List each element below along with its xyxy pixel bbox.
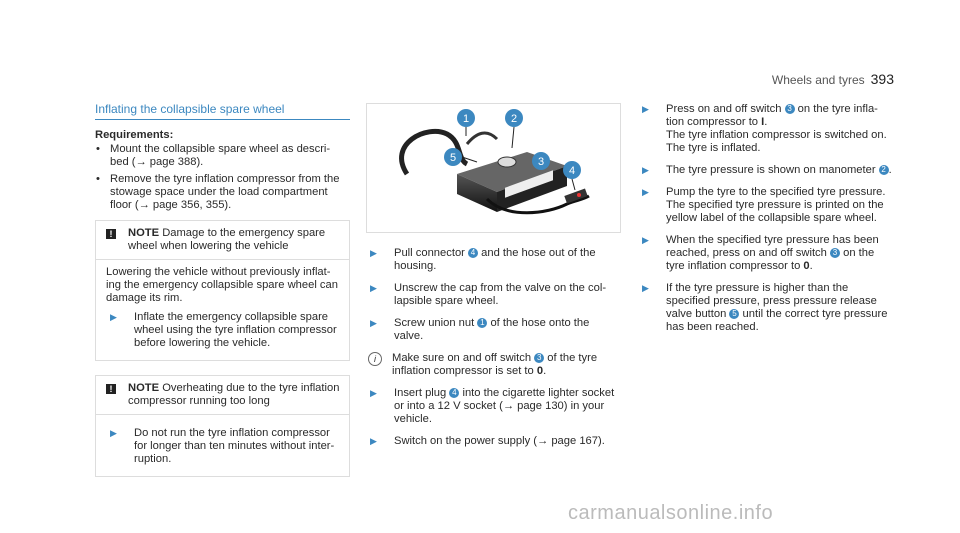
note-step: ▶Inflate the emergency collapsible spare… xyxy=(110,311,337,349)
note-header: ! NOTE Damage to the emergency spare whe… xyxy=(96,221,349,260)
callout-4: 4 xyxy=(563,161,581,191)
running-header: Wheels and tyres 393 xyxy=(706,71,894,87)
instruction-step: ▶Screw union nut 1 of the hose onto the … xyxy=(370,317,590,342)
instruction-step: ▶The tyre pressure is shown on manometer… xyxy=(642,164,892,176)
svg-text:3: 3 xyxy=(538,156,544,168)
callout-3: 3 xyxy=(532,152,550,170)
note-label: NOTE xyxy=(128,227,160,239)
right-column: ▶Press on and off switch 3 on the tyre i… xyxy=(638,103,893,343)
bullet-icon: • xyxy=(96,173,100,185)
instruction-step: ▶Insert plug 4 into the cigarette lighte… xyxy=(370,387,615,425)
page-number: 393 xyxy=(870,71,894,87)
callout-number: 3 xyxy=(784,104,795,115)
instruction-step: ▶When the specified tyre pressure has be… xyxy=(642,234,879,272)
instruction-step: ▶Pump the tyre to the specified tyre pre… xyxy=(642,186,886,224)
instruction-step: ▶Unscrew the cap from the valve on the c… xyxy=(370,282,607,307)
instruction-step: ▶Pull connector 4 and the hose out of th… xyxy=(370,247,596,272)
arrow-icon: ▶ xyxy=(642,283,649,293)
section-title: Inflating the collapsible spare wheel xyxy=(95,103,350,120)
note-heading: Damage to the emergency spare wheel when… xyxy=(128,227,326,252)
section-name: Wheels and tyres xyxy=(771,73,865,87)
left-column: Inflating the collapsible spare wheel Re… xyxy=(95,103,350,477)
warning-icon: ! xyxy=(106,229,116,239)
arrow-icon: ▶ xyxy=(370,283,377,293)
middle-column: 1 2 3 4 5 ▶Pull connector 4 and the hose… xyxy=(366,103,621,457)
arrow-icon: ▶ xyxy=(642,187,649,197)
callout-number: 1 xyxy=(477,318,488,329)
note-header: ! NOTE Overheating due to the tyre infla… xyxy=(96,376,349,415)
callout-number: 4 xyxy=(449,388,460,399)
arrow-icon: ▶ xyxy=(110,428,117,438)
note-step: ▶Do not run the tyre inflation compresso… xyxy=(110,427,335,465)
note-label: NOTE xyxy=(128,382,160,394)
callout-number: 3 xyxy=(534,353,545,364)
arrow-icon: ▶ xyxy=(370,388,377,398)
info-icon: i xyxy=(368,352,382,366)
arrow-icon: ▶ xyxy=(370,318,377,328)
note-heading: Overheating due to the tyre inflation co… xyxy=(128,382,340,407)
callout-1: 1 xyxy=(457,109,475,136)
compressor-illustration: 1 2 3 4 5 xyxy=(399,109,590,215)
note-body: Lowering the vehicle without previously … xyxy=(96,260,349,360)
arrow-icon: ▶ xyxy=(370,248,377,258)
svg-text:1: 1 xyxy=(463,113,469,125)
instruction-step: ▶Press on and off switch 3 on the tyre i… xyxy=(642,103,887,154)
requirements-label: Requirements: xyxy=(95,129,174,141)
callout-2: 2 xyxy=(505,109,523,149)
note-box: ! NOTE Damage to the emergency spare whe… xyxy=(95,220,350,361)
callout-number: 5 xyxy=(729,309,740,320)
instruction-step: ▶If the tyre pressure is higher than the… xyxy=(642,282,888,333)
requirement-item: •Remove the tyre inflation compressor fr… xyxy=(96,173,340,211)
arrow-icon: ▶ xyxy=(642,235,649,245)
note-box: ! NOTE Overheating due to the tyre infla… xyxy=(95,375,350,477)
bullet-icon: • xyxy=(96,143,100,155)
instruction-step: ▶Switch on the power supply (→ page 167)… xyxy=(370,435,605,447)
callout-number: 3 xyxy=(829,248,840,259)
watermark: carmanualsonline.info xyxy=(568,502,774,524)
svg-text:2: 2 xyxy=(511,113,517,125)
callout-number: 4 xyxy=(468,248,479,259)
compressor-figure: 1 2 3 4 5 xyxy=(366,103,621,233)
note-text: Lowering the vehicle without previously … xyxy=(106,266,338,304)
note-body: ▶Do not run the tyre inflation compresso… xyxy=(96,415,349,476)
arrow-icon: ▶ xyxy=(642,165,649,175)
arrow-icon: ▶ xyxy=(642,104,649,114)
callout-5: 5 xyxy=(444,148,478,166)
arrow-icon: ▶ xyxy=(110,312,117,322)
requirement-item: •Mount the collapsible spare wheel as de… xyxy=(96,143,331,168)
svg-text:5: 5 xyxy=(450,152,456,164)
warning-icon: ! xyxy=(106,384,116,394)
callout-number: 2 xyxy=(878,165,889,176)
arrow-icon: ▶ xyxy=(370,436,377,446)
svg-text:4: 4 xyxy=(569,165,575,177)
